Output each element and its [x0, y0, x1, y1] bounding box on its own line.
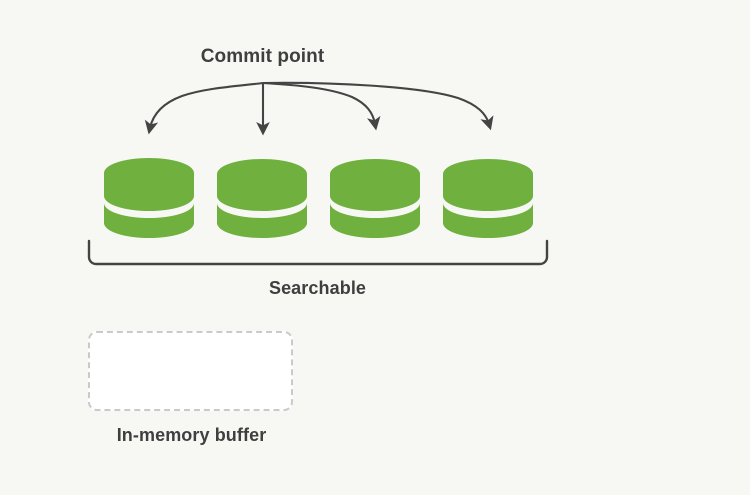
commit-point-arrow-group — [144, 81, 494, 136]
searchable-label: Searchable — [268, 278, 367, 298]
segment-icon-4 — [443, 159, 533, 238]
commit-arrow-4 — [261, 81, 494, 131]
segment-icon-3 — [330, 159, 420, 238]
segment-icon-1 — [104, 158, 194, 238]
segments-group — [104, 158, 533, 238]
commit-point-label: Commit point — [200, 46, 325, 67]
commit-arrow-3 — [261, 81, 381, 131]
in-memory-buffer-box — [88, 331, 293, 411]
in-memory-buffer-label: In-memory buffer — [116, 425, 267, 445]
segment-icon-2 — [217, 159, 307, 238]
searchable-bracket — [87, 239, 549, 266]
commit-arrow-1 — [144, 81, 265, 135]
